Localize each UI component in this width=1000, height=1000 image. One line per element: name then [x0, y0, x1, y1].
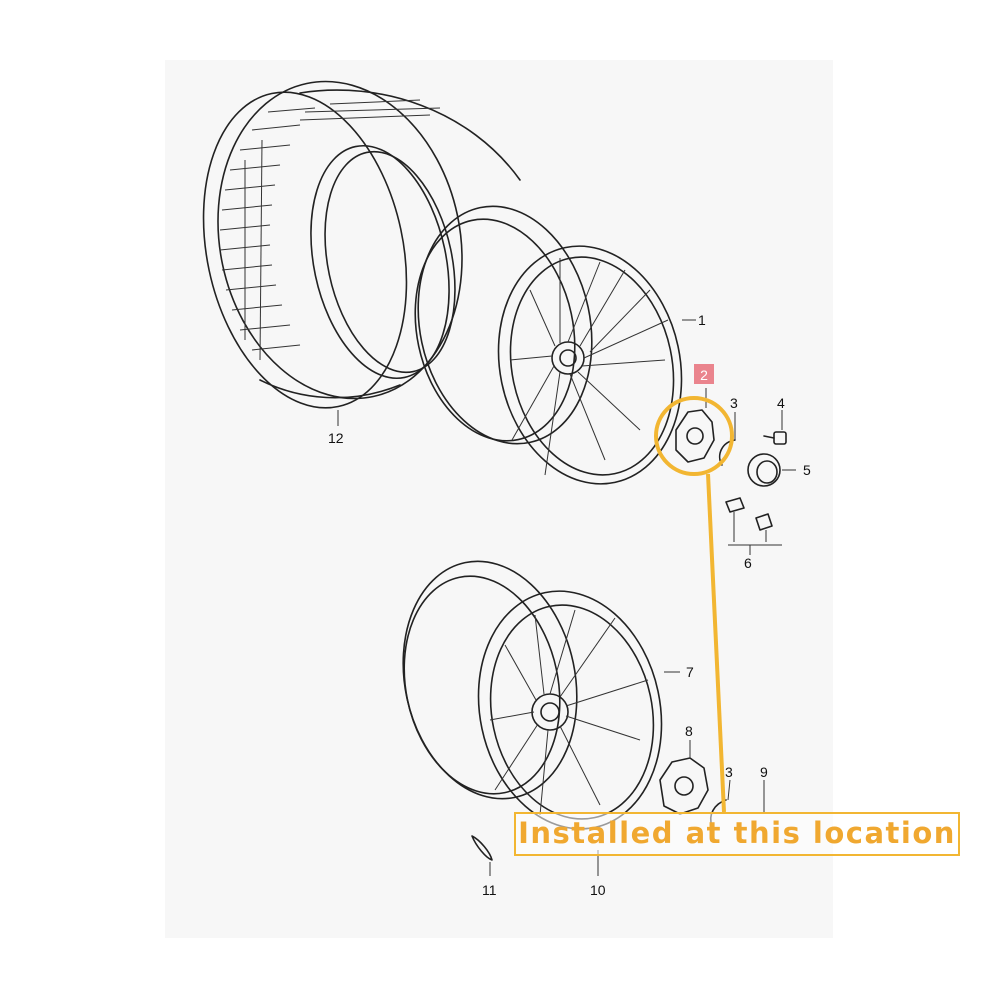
part-6-bolts: [725, 497, 782, 555]
highlight-ring: [654, 396, 734, 476]
highlight-part-number: 2: [700, 367, 708, 383]
installed-location-callout: Installed at this location: [514, 812, 960, 856]
part-4-bolt: [763, 410, 787, 445]
upper-wheel-drawing: [414, 205, 696, 485]
part-label-5: 5: [803, 462, 811, 478]
part-label-9: 9: [760, 764, 768, 780]
lower-wheel-drawing: [402, 560, 680, 830]
part-label-10: 10: [590, 882, 606, 898]
part-label-4: 4: [777, 395, 785, 411]
part-5-center-cap: [747, 453, 796, 487]
part-label-3-upper: 3: [730, 395, 738, 411]
part-label-1: 1: [698, 312, 706, 328]
part-label-6: 6: [744, 555, 752, 571]
part-label-11: 11: [482, 882, 497, 898]
part-label-8: 8: [685, 723, 693, 739]
part-8-hub-plate: [659, 740, 709, 815]
tire-drawing: [202, 80, 521, 409]
part-label-3-lower: 3: [725, 764, 733, 780]
part-11-valve-clip: [471, 835, 493, 861]
highlight-marker: [694, 364, 714, 384]
part-label-12: 12: [328, 430, 344, 446]
highlight-leader-line: [706, 473, 726, 813]
part-label-7: 7: [686, 664, 694, 680]
